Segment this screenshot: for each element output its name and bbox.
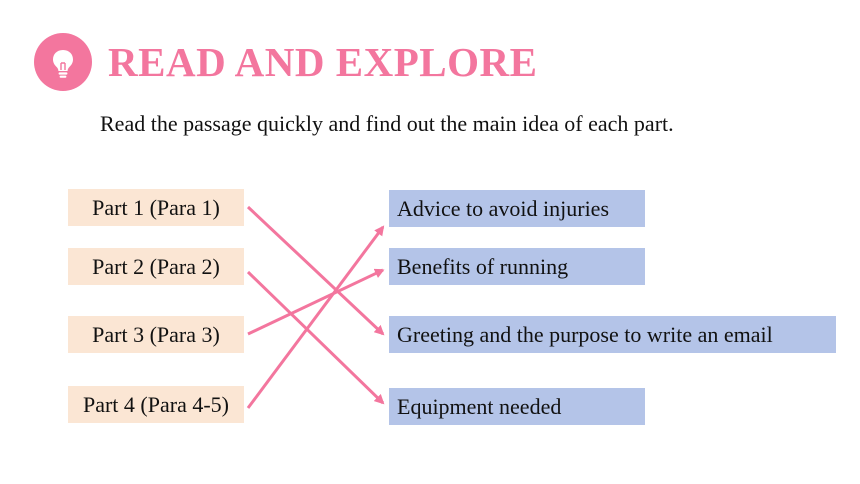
part-4-box[interactable]: Part 4 (Para 4-5) [68, 386, 244, 423]
lightbulb-icon [53, 50, 73, 78]
arrow-part4-to-advice [246, 225, 385, 409]
lightbulb-badge [34, 33, 92, 91]
idea-box-benefits[interactable]: Benefits of running [389, 248, 645, 285]
part-2-box[interactable]: Part 2 (Para 2) [68, 248, 244, 285]
arrow-part3-to-benefits [247, 268, 385, 336]
arrow-part2-to-equipment [246, 270, 385, 405]
page-title: READ AND EXPLORE [108, 39, 538, 85]
instruction-text: Read the passage quickly and find out th… [100, 111, 674, 136]
idea-box-advice[interactable]: Advice to avoid injuries [389, 190, 645, 227]
arrow-part1-to-greeting [246, 205, 385, 336]
part-3-box[interactable]: Part 3 (Para 3) [68, 316, 244, 353]
idea-box-greeting[interactable]: Greeting and the purpose to write an ema… [389, 316, 836, 353]
idea-box-equipment[interactable]: Equipment needed [389, 388, 645, 425]
part-1-box[interactable]: Part 1 (Para 1) [68, 189, 244, 226]
